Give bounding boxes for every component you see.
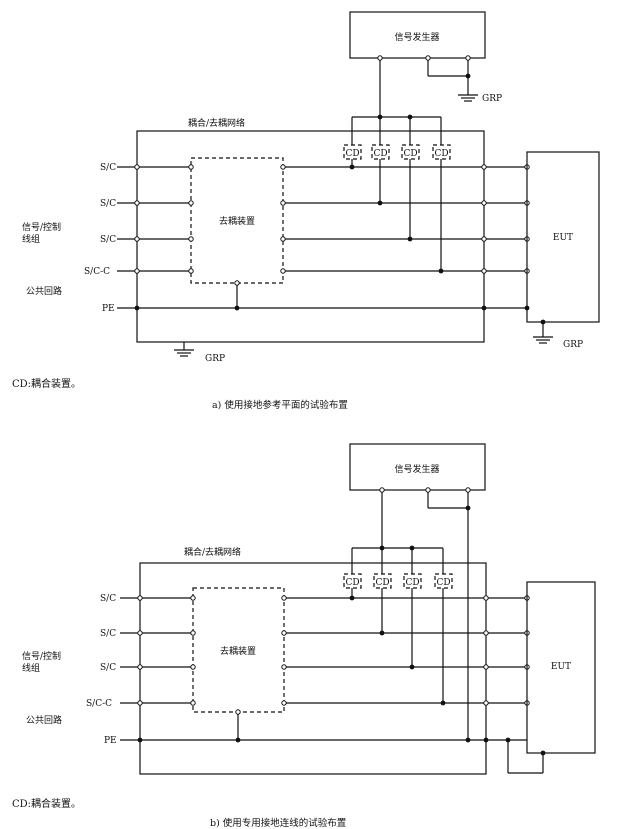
signal-generator-box-a xyxy=(349,11,486,59)
eut-label-a: EUT xyxy=(553,233,573,243)
cd-boxes-b: CD CD CD CD xyxy=(343,573,453,589)
svg-text:CD: CD xyxy=(434,149,448,159)
signal-generator-label-b: 信号发生器 xyxy=(394,463,439,475)
grp-label-top-a: GRP xyxy=(482,94,502,104)
grp-label-eut-a: GRP xyxy=(563,340,583,350)
decoupling-label-a: 去耦装置 xyxy=(219,215,255,227)
line-label-1-b: S/C xyxy=(100,594,116,604)
legend-b: CD:耦合装置。 xyxy=(12,797,81,810)
signal-generator-box-b xyxy=(349,443,486,491)
ground-symbol-bottom-a xyxy=(174,349,194,357)
signal-lines-a xyxy=(117,166,527,309)
eut-label-b: EUT xyxy=(551,662,571,672)
eut-box-a xyxy=(526,151,600,323)
line-label-1-a: S/C xyxy=(100,163,116,173)
line-label-4-a: S/C-C xyxy=(84,267,110,277)
svg-text:CD: CD xyxy=(375,578,389,588)
network-label-a: 耦合/去耦网络 xyxy=(188,117,245,129)
cd-boxes-a: CD CD CD CD xyxy=(343,144,451,160)
coupling-decoupling-network-a xyxy=(136,130,485,343)
signal-lines-b xyxy=(120,597,527,741)
line-label-2-b: S/C xyxy=(100,629,116,639)
svg-text:CD: CD xyxy=(405,578,419,588)
terminals-a xyxy=(134,164,530,274)
group-label-2-b: 线组 xyxy=(22,662,40,674)
caption-b: b) 使用专用接地连线的试验布置 xyxy=(210,817,346,829)
svg-text:CD: CD xyxy=(436,578,450,588)
group-label-2-a: 线组 xyxy=(22,233,40,245)
ground-symbol-top-a xyxy=(458,94,478,102)
diagram-a: 信号发生器 GRP 耦合/去耦网络 xyxy=(12,11,600,411)
svg-text:CD: CD xyxy=(345,149,359,159)
svg-text:CD: CD xyxy=(373,149,387,159)
legend-a: CD:耦合装置。 xyxy=(12,377,81,390)
svg-text:CD: CD xyxy=(403,149,417,159)
line-label-3-a: S/C xyxy=(100,235,116,245)
ground-symbol-eut-a xyxy=(533,336,553,344)
svg-text:CD: CD xyxy=(345,578,359,588)
common-return-label-b: 公共回路 xyxy=(26,714,62,726)
line-label-3-b: S/C xyxy=(100,663,116,673)
grp-label-bottom-a: GRP xyxy=(205,354,225,364)
network-label-b: 耦合/去耦网络 xyxy=(184,546,241,558)
eut-box-b xyxy=(526,581,596,754)
signal-generator-label-a: 信号发生器 xyxy=(394,31,439,43)
decoupling-label-b: 去耦装置 xyxy=(220,645,256,657)
terminals-b xyxy=(137,595,530,706)
group-label-1-b: 信号/控制 xyxy=(22,650,61,662)
caption-a: a) 使用接地参考平面的试验布置 xyxy=(212,399,348,411)
common-return-label-a: 公共回路 xyxy=(26,285,62,297)
group-label-1-a: 信号/控制 xyxy=(22,221,61,233)
line-label-2-a: S/C xyxy=(100,199,116,209)
diagram-b: 信号发生器 耦合/去耦网络 CD CD CD CD xyxy=(12,443,596,829)
line-label-5-b: PE xyxy=(104,736,117,746)
line-label-5-a: PE xyxy=(102,304,115,314)
line-label-4-b: S/C-C xyxy=(86,699,112,709)
